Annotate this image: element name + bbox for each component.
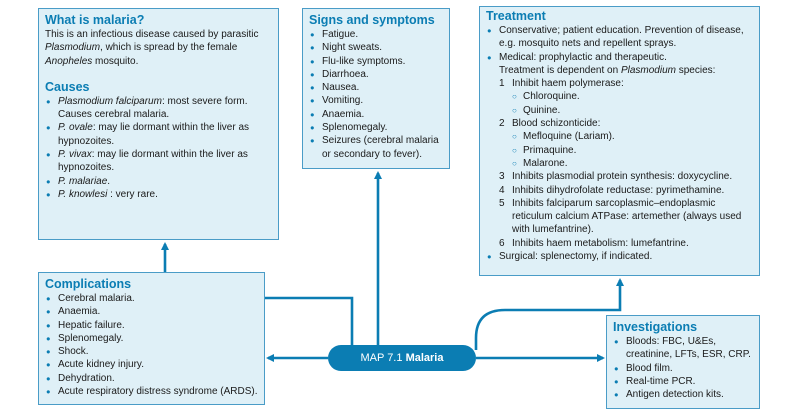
list-item: Dehydration. — [45, 372, 258, 386]
list-item: Nausea. — [309, 81, 443, 95]
causes-title: Causes — [45, 79, 90, 94]
treatment-species-note: Treatment is dependent on Plasmodium spe… — [499, 64, 716, 76]
list-item: P. knowlesi : very rare. — [45, 188, 272, 202]
list-item: P. malariae. — [45, 175, 272, 189]
list-item: Shock. — [45, 345, 258, 359]
list-item: Anaemia. — [45, 305, 258, 319]
list-item: Plasmodium falciparum: most severe form.… — [45, 95, 272, 122]
investigations-box: Investigations Bloods: FBC, U&Es, creati… — [606, 315, 760, 409]
list-item: Splenomegaly. — [309, 121, 443, 135]
list-item: Medical: prophylactic and therapeutic. T… — [486, 51, 753, 250]
list-item: Acute kidney injury. — [45, 358, 258, 372]
list-item: Flu-like symptoms. — [309, 55, 443, 69]
list-item: Acute respiratory distress syndrome (ARD… — [45, 385, 258, 399]
list-item: Fatigue. — [309, 28, 443, 42]
list-item: P. vivax: may lie dormant within the liv… — [45, 148, 272, 175]
list-item: P. ovale: may lie dormant within the liv… — [45, 121, 272, 148]
list-item: Mefloquine (Lariam). — [512, 130, 753, 144]
list-item: Bloods: FBC, U&Es, creatinine, LFTs, ESR… — [613, 335, 753, 362]
arrow-to-treatment — [474, 278, 624, 350]
what-is-malaria-text: This is an infectious disease caused by … — [45, 29, 259, 67]
list-item: Cerebral malaria. — [45, 292, 258, 306]
list-item: Surgical: splenectomy, if indicated. — [486, 250, 753, 264]
list-item: Blood film. — [613, 362, 753, 376]
list-item: Night sweats. — [309, 41, 443, 55]
causes-list: Plasmodium falciparum: most severe form.… — [45, 95, 272, 202]
map-title: Malaria — [405, 352, 444, 364]
treatment-title: Treatment — [486, 9, 546, 23]
signs-symptoms-list: Fatigue. Night sweats. Flu-like symptoms… — [309, 28, 443, 161]
investigations-title: Investigations — [613, 320, 698, 334]
list-item: Conservative; patient education. Prevent… — [486, 24, 753, 51]
treatment-list: Conservative; patient education. Prevent… — [486, 24, 753, 264]
signs-symptoms-box: Signs and symptoms Fatigue. Night sweats… — [302, 8, 450, 169]
list-item: Diarrhoea. — [309, 68, 443, 82]
complications-title: Complications — [45, 277, 132, 291]
list-item: Splenomegaly. — [45, 332, 258, 346]
list-item: Chloroquine. — [512, 90, 753, 104]
investigations-list: Bloods: FBC, U&Es, creatinine, LFTs, ESR… — [613, 335, 753, 402]
map-number: MAP 7.1 — [360, 352, 403, 364]
list-item: Vomiting. — [309, 94, 443, 108]
what-is-malaria-box: What is malaria? This is an infectious d… — [38, 8, 279, 240]
list-item: Quinine. — [512, 104, 753, 118]
map-title-node: MAP 7.1 Malaria — [328, 345, 476, 371]
complications-list: Cerebral malaria. Anaemia. Hepatic failu… — [45, 292, 258, 399]
list-item: Antigen detection kits. — [613, 388, 753, 402]
list-item: Hepatic failure. — [45, 319, 258, 333]
what-is-malaria-title: What is malaria? — [45, 13, 145, 27]
list-item: Malarone. — [512, 157, 753, 171]
treatment-box: Treatment Conservative; patient educatio… — [479, 6, 760, 276]
list-item: Seizures (cerebral malaria or secondary … — [309, 134, 443, 161]
list-item: Real-time PCR. — [613, 375, 753, 389]
complications-box: Complications Cerebral malaria. Anaemia.… — [38, 272, 265, 405]
signs-symptoms-title: Signs and symptoms — [309, 13, 435, 27]
list-item: Primaquine. — [512, 144, 753, 158]
list-item: Anaemia. — [309, 108, 443, 122]
